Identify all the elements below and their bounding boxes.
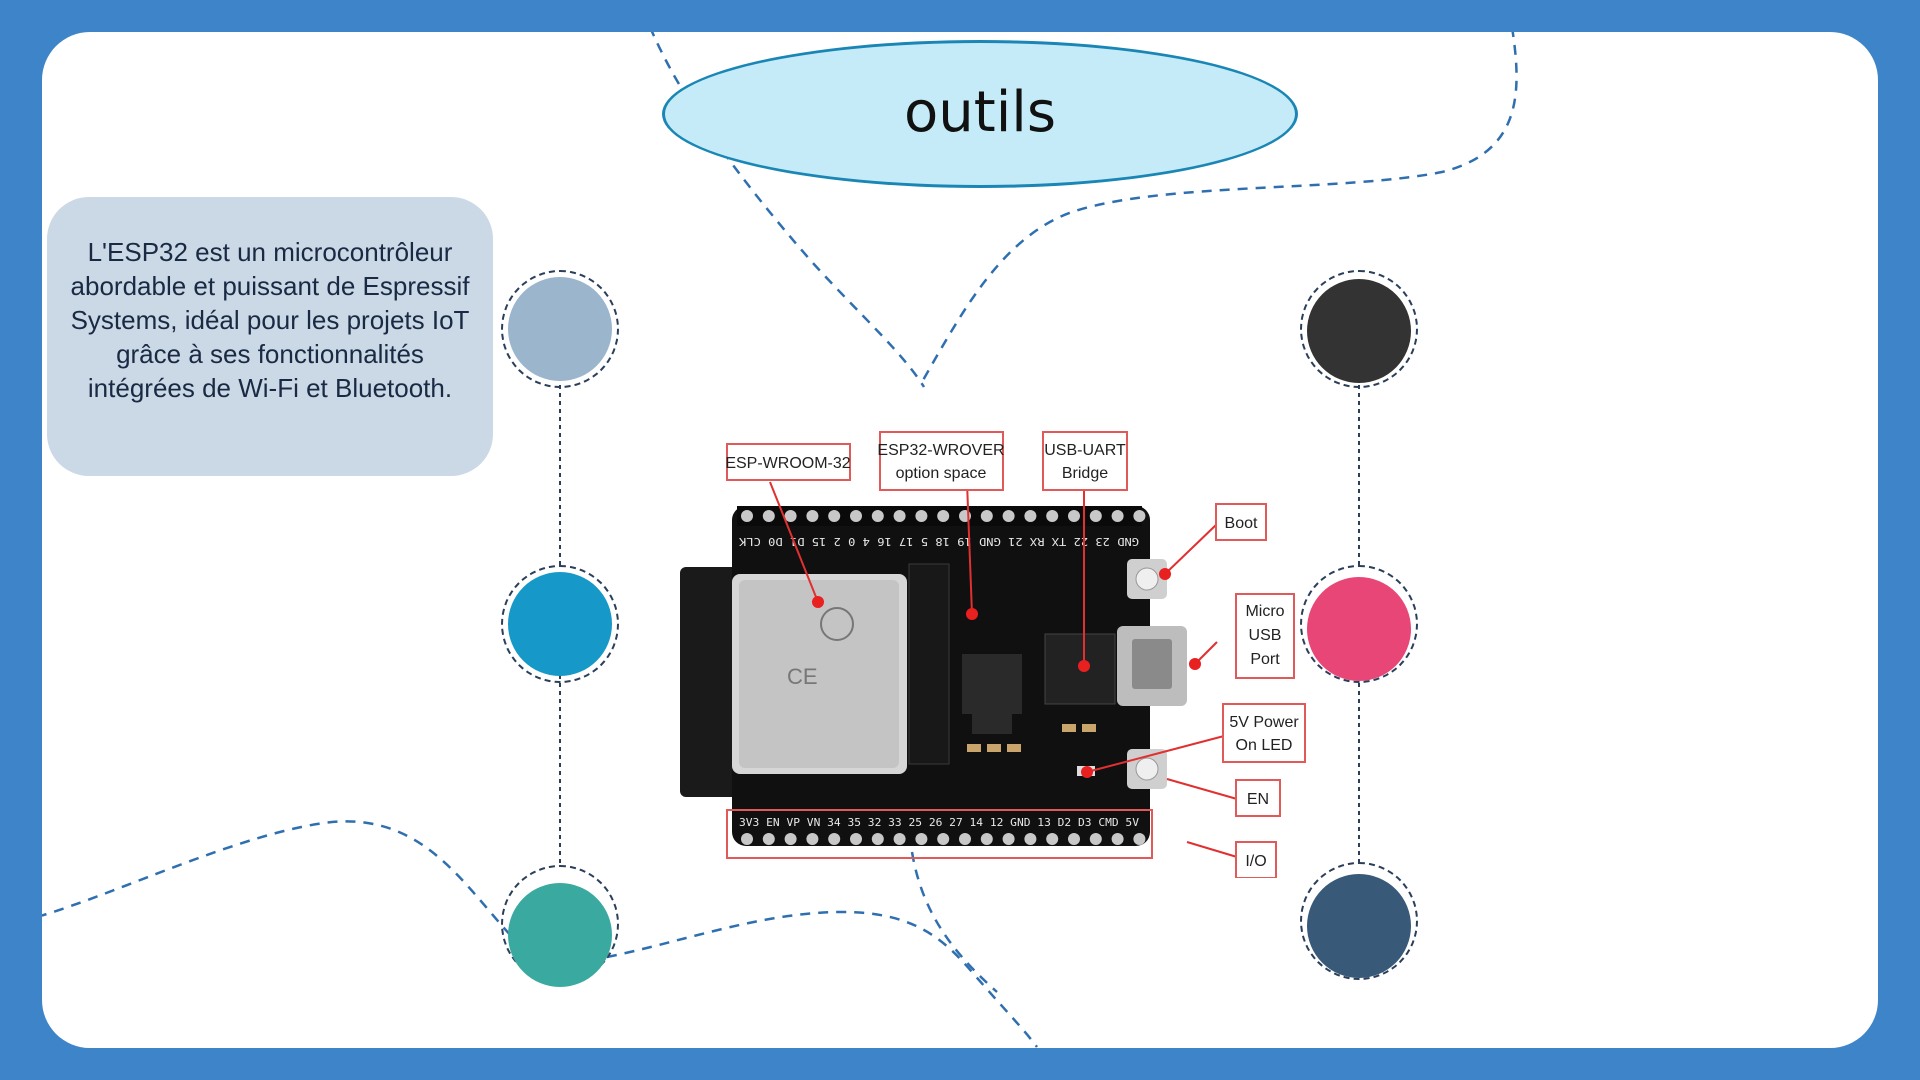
- header-pin: [1002, 510, 1015, 522]
- antenna-block: [680, 567, 740, 797]
- header-pin: [850, 833, 862, 845]
- label-power-text-2: On LED: [1236, 737, 1293, 754]
- header-pin: [1068, 833, 1080, 845]
- node-right-3: [1307, 874, 1411, 978]
- node-left-2: [508, 572, 612, 676]
- header-pin: [1089, 510, 1102, 522]
- header-pin: [741, 833, 753, 845]
- header-pin: [959, 833, 971, 845]
- info-card: L'ESP32 est un microcontrôleur abordable…: [47, 197, 493, 476]
- header-pin: [915, 510, 928, 522]
- label-en-text: EN: [1247, 791, 1269, 808]
- label-en: EN: [1235, 779, 1281, 817]
- header-pin: [806, 833, 819, 845]
- header-pin: [1046, 833, 1059, 845]
- node-ring-right-2: [1300, 565, 1418, 683]
- label-micro-text-1: Micro: [1245, 603, 1284, 620]
- header-pin: [1133, 510, 1146, 522]
- label-usb-uart-bridge: USB-UART Bridge: [1042, 431, 1128, 491]
- header-pin: [762, 510, 775, 522]
- voltage-regulator: [962, 654, 1022, 714]
- header-pin: [784, 833, 797, 845]
- header-pin: [871, 510, 884, 522]
- dashed-curve-bottom-center: [606, 910, 1038, 1048]
- header-pin: [762, 833, 775, 845]
- header-pin: [850, 510, 862, 522]
- node-left-1: [508, 277, 612, 381]
- header-pin: [980, 833, 993, 845]
- label-micro-text-3: Port: [1250, 651, 1280, 668]
- dashed-curve-top-right: [920, 32, 1518, 383]
- header-pin: [1002, 833, 1015, 845]
- esp32-board-image: GND 23 22 TX RX 21 GND 19 18 5 17 16 4 0…: [680, 431, 1306, 878]
- header-pin: [937, 833, 950, 845]
- label-power-text-1: 5V Power: [1229, 714, 1299, 731]
- io-bracket: [726, 809, 1153, 859]
- label-micro-text-2: USB: [1249, 627, 1282, 644]
- label-5v-power-led: 5V Power On LED: [1222, 703, 1306, 763]
- header-pin: [937, 510, 950, 522]
- header-pin: [1111, 833, 1124, 845]
- header-pin: [1024, 510, 1037, 522]
- top-pins: [741, 510, 1146, 522]
- label-usb-uart-text-1: USB-UART: [1044, 442, 1126, 459]
- label-esp32-wrover: ESP32-WROVER option space: [877, 431, 1005, 491]
- label-wrover-text-2: option space: [896, 465, 987, 482]
- header-pin: [1089, 833, 1102, 845]
- node-ring-right-1: [1300, 270, 1418, 388]
- top-pin-labels: GND 23 22 TX RX 21 GND 19 18 5 17 16 4 0…: [739, 535, 1139, 548]
- header-pin: [1068, 510, 1080, 522]
- bottom-pin-labels: 3V3 EN VP VN 34 35 32 33 25 26 27 14 12 …: [739, 816, 1139, 829]
- header-pin: [915, 833, 928, 845]
- label-wroom-text: ESP-WROOM-32: [725, 455, 850, 472]
- header-pin: [784, 510, 797, 522]
- label-boot-text: Boot: [1225, 515, 1258, 532]
- label-boot: Boot: [1215, 503, 1267, 541]
- node-ring-left-1: [501, 270, 619, 388]
- label-usb-uart-text-2: Bridge: [1062, 465, 1108, 482]
- header-pin: [1133, 833, 1146, 845]
- header-pin: [1024, 833, 1037, 845]
- node-ring-left-2: [501, 565, 619, 683]
- label-io: I/O: [1235, 841, 1277, 878]
- svg-text:CE: CE: [787, 664, 818, 689]
- label-io-text: I/O: [1245, 853, 1266, 870]
- dashed-curve-bottom-board: [910, 851, 998, 993]
- node-ring-right-3: [1300, 862, 1418, 980]
- header-pin: [980, 510, 993, 522]
- info-card-text: L'ESP32 est un microcontrôleur abordable…: [70, 237, 470, 403]
- label-esp-wroom-32: ESP-WROOM-32: [725, 443, 851, 481]
- header-pin: [1111, 510, 1124, 522]
- wrover-space: [908, 563, 950, 765]
- header-pin: [893, 833, 906, 845]
- node-right-1: [1307, 279, 1411, 383]
- slide: outils L'ESP32 est un microcontrôleur ab…: [42, 32, 1878, 1048]
- header-pin: [871, 833, 884, 845]
- node-left-3: [508, 883, 612, 987]
- label-wrover-text-1: ESP32-WROVER: [877, 442, 1004, 459]
- header-pin: [828, 510, 841, 522]
- slide-title: outils: [903, 79, 1056, 145]
- header-pin: [806, 510, 819, 522]
- bottom-pins: [741, 833, 1146, 845]
- decorative-dashed-lines: [42, 32, 1518, 1048]
- title-oval: outils: [662, 40, 1298, 188]
- header-pin: [893, 510, 906, 522]
- header-pin: [828, 833, 841, 845]
- header-pin: [741, 510, 753, 522]
- dashed-curve-bottom-left: [42, 820, 513, 938]
- header-pin: [1046, 510, 1059, 522]
- node-right-2: [1307, 577, 1411, 681]
- dashed-curve-top-left: [650, 32, 926, 388]
- label-micro-usb-port: Micro USB Port: [1235, 593, 1295, 679]
